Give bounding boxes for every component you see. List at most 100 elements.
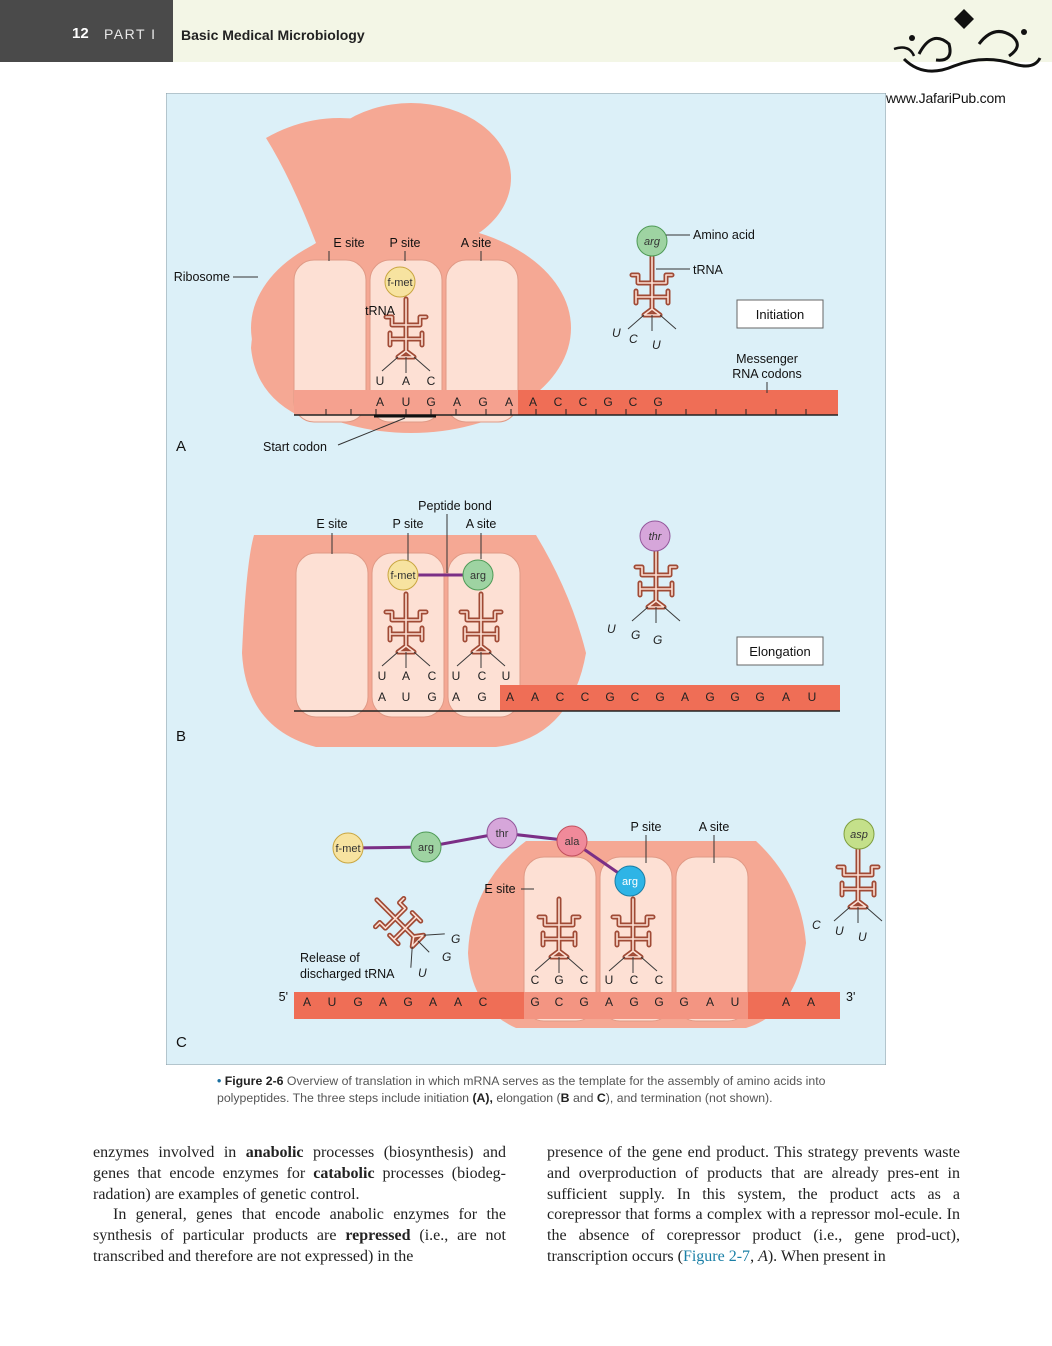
c-label-e-site: E site — [484, 882, 515, 896]
a-codon-3: G — [426, 395, 435, 409]
c-a-site — [675, 856, 749, 1022]
a-fmet-label: f-met — [387, 277, 412, 289]
b-codon-out-4: C — [581, 690, 590, 704]
c-release-label-1: Release of — [300, 951, 360, 965]
b-peptide-bond-label: Peptide bond — [418, 499, 492, 513]
caption-text-4: ), and termination (not shown). — [605, 1091, 773, 1105]
b-fmet-label: f-met — [390, 570, 415, 582]
b-codon-out-2: A — [531, 690, 539, 704]
page-number: 12 — [72, 25, 89, 42]
a-codon-out-2: G — [478, 395, 487, 409]
b-codon-out-12: A — [782, 690, 790, 704]
b-mrna — [500, 685, 840, 711]
a-codon-out-5: C — [554, 395, 563, 409]
text-run: In general, genes that encode anabolic e… — [93, 1206, 506, 1245]
b-p-anticodon-3: C — [428, 669, 437, 683]
c-chain-3: thr — [496, 828, 509, 840]
c-chain-1: f-met — [335, 843, 360, 855]
b-label-a-site: A site — [466, 517, 497, 531]
text-run: presence of the gene end product. This s… — [547, 1144, 960, 1265]
body-column-left: enzymes involved in anabolic processes (… — [93, 1143, 506, 1268]
c-p-anticodon-2: C — [630, 973, 639, 987]
c-codon-left-4: A — [379, 995, 387, 1009]
b-inc-anticodon-3: G — [653, 633, 662, 647]
text-run: (i.e., are not transcribed and therefore… — [93, 1227, 506, 1265]
b-codon-out-3: C — [556, 690, 565, 704]
figure-reference-link[interactable]: Figure 2-7 — [682, 1247, 751, 1265]
b-codon-out-5: G — [605, 690, 614, 704]
a-codon-2: U — [402, 395, 411, 409]
b-thr-amino-acid — [639, 520, 671, 552]
a-anticodon-2: A — [402, 374, 410, 388]
b-elongation-box — [736, 636, 824, 666]
bold-term: repressed — [345, 1227, 411, 1245]
text-run: processes (biosynthesis) and genes that … — [93, 1144, 507, 1182]
paragraph: presence of the gene end product. This s… — [547, 1143, 960, 1268]
c-inc-anticodon-3: U — [858, 930, 867, 944]
c-released-anticodon-3: U — [418, 966, 427, 980]
header-band — [173, 0, 1052, 62]
panel-c: P site A site E site f-met arg thr ala a… — [176, 817, 882, 1051]
figure-caption: • Figure 2-6 Overview of translation in … — [217, 1074, 826, 1105]
c-five-prime: 5' — [279, 990, 288, 1004]
caption-a-ref: (A), — [472, 1091, 493, 1105]
bold-term: anabolic — [245, 1144, 304, 1161]
header-bar — [0, 0, 173, 62]
c-released-anticodon-1: G — [451, 932, 460, 946]
c-e-anticodon-3: C — [580, 973, 589, 987]
panel-a-letter: A — [176, 438, 186, 455]
b-codon-out-10: G — [730, 690, 739, 704]
bold-term: catabolic — [313, 1164, 375, 1182]
panel-a: E site P site A site Ribosome f-met tRNA… — [174, 103, 838, 455]
b-label-e-site: E site — [316, 517, 347, 531]
b-codon-3: G — [427, 690, 436, 704]
b-codon-out-11: G — [755, 690, 764, 704]
c-codon-left-8: C — [479, 995, 488, 1009]
b-a-anticodon-3: U — [502, 669, 511, 683]
c-codon-left-2: U — [328, 995, 337, 1009]
a-mrna-label-2: RNA codons — [732, 367, 801, 381]
c-codon-rib-2: C — [555, 995, 564, 1009]
c-asp-amino-acid — [843, 818, 875, 850]
a-arg-label: arg — [644, 236, 661, 248]
book-title: Basic Medical Microbiology — [181, 27, 365, 43]
c-codon-rib-7: G — [679, 995, 688, 1009]
c-codon-rib-1: G — [530, 995, 539, 1009]
a-start-codon-label: Start codon — [263, 440, 327, 454]
b-codon-4: A — [452, 690, 460, 704]
c-codon-rib-4: A — [605, 995, 613, 1009]
b-codon-1: A — [378, 690, 386, 704]
text-run: ). When present in — [767, 1247, 886, 1265]
b-codon-5: G — [477, 690, 486, 704]
a-a-site — [445, 259, 519, 423]
b-codon-out-9: G — [705, 690, 714, 704]
publisher-logo — [893, 9, 1042, 73]
c-fmet-amino-acid — [332, 832, 364, 864]
a-inc-anticodon-3: U — [652, 338, 661, 352]
c-e-anticodon-1: C — [531, 973, 540, 987]
b-codon-out-13: U — [808, 690, 817, 704]
c-release-label-2: discharged tRNA — [300, 967, 395, 981]
a-e-site — [293, 259, 367, 423]
b-codon-out-6: C — [631, 690, 640, 704]
paragraph: enzymes involved in anabolic processes (… — [93, 1143, 506, 1205]
c-p-anticodon-1: U — [605, 973, 614, 987]
b-arg-amino-acid — [462, 559, 494, 591]
a-codon-out-6: C — [579, 395, 588, 409]
c-codon-right-2: A — [807, 995, 815, 1009]
a-inc-anticodon-2: C — [629, 332, 638, 346]
b-arg-label: arg — [470, 570, 486, 582]
b-elongation-label: Elongation — [749, 644, 810, 659]
c-codon-right-1: A — [782, 995, 790, 1009]
publisher-url[interactable]: www.JafariPub.com — [886, 90, 1006, 106]
c-p-anticodon-3: C — [655, 973, 664, 987]
text-run: enzymes involved in — [93, 1144, 246, 1161]
panel-c-letter: C — [176, 1034, 187, 1051]
a-initiation-label: Initiation — [756, 307, 804, 322]
b-p-anticodon-1: U — [378, 669, 387, 683]
b-codon-out-7: G — [655, 690, 664, 704]
c-mrna — [294, 992, 840, 1019]
c-codon-left-6: A — [429, 995, 437, 1009]
b-inc-anticodon-2: G — [631, 628, 640, 642]
b-a-anticodon-1: U — [452, 669, 461, 683]
